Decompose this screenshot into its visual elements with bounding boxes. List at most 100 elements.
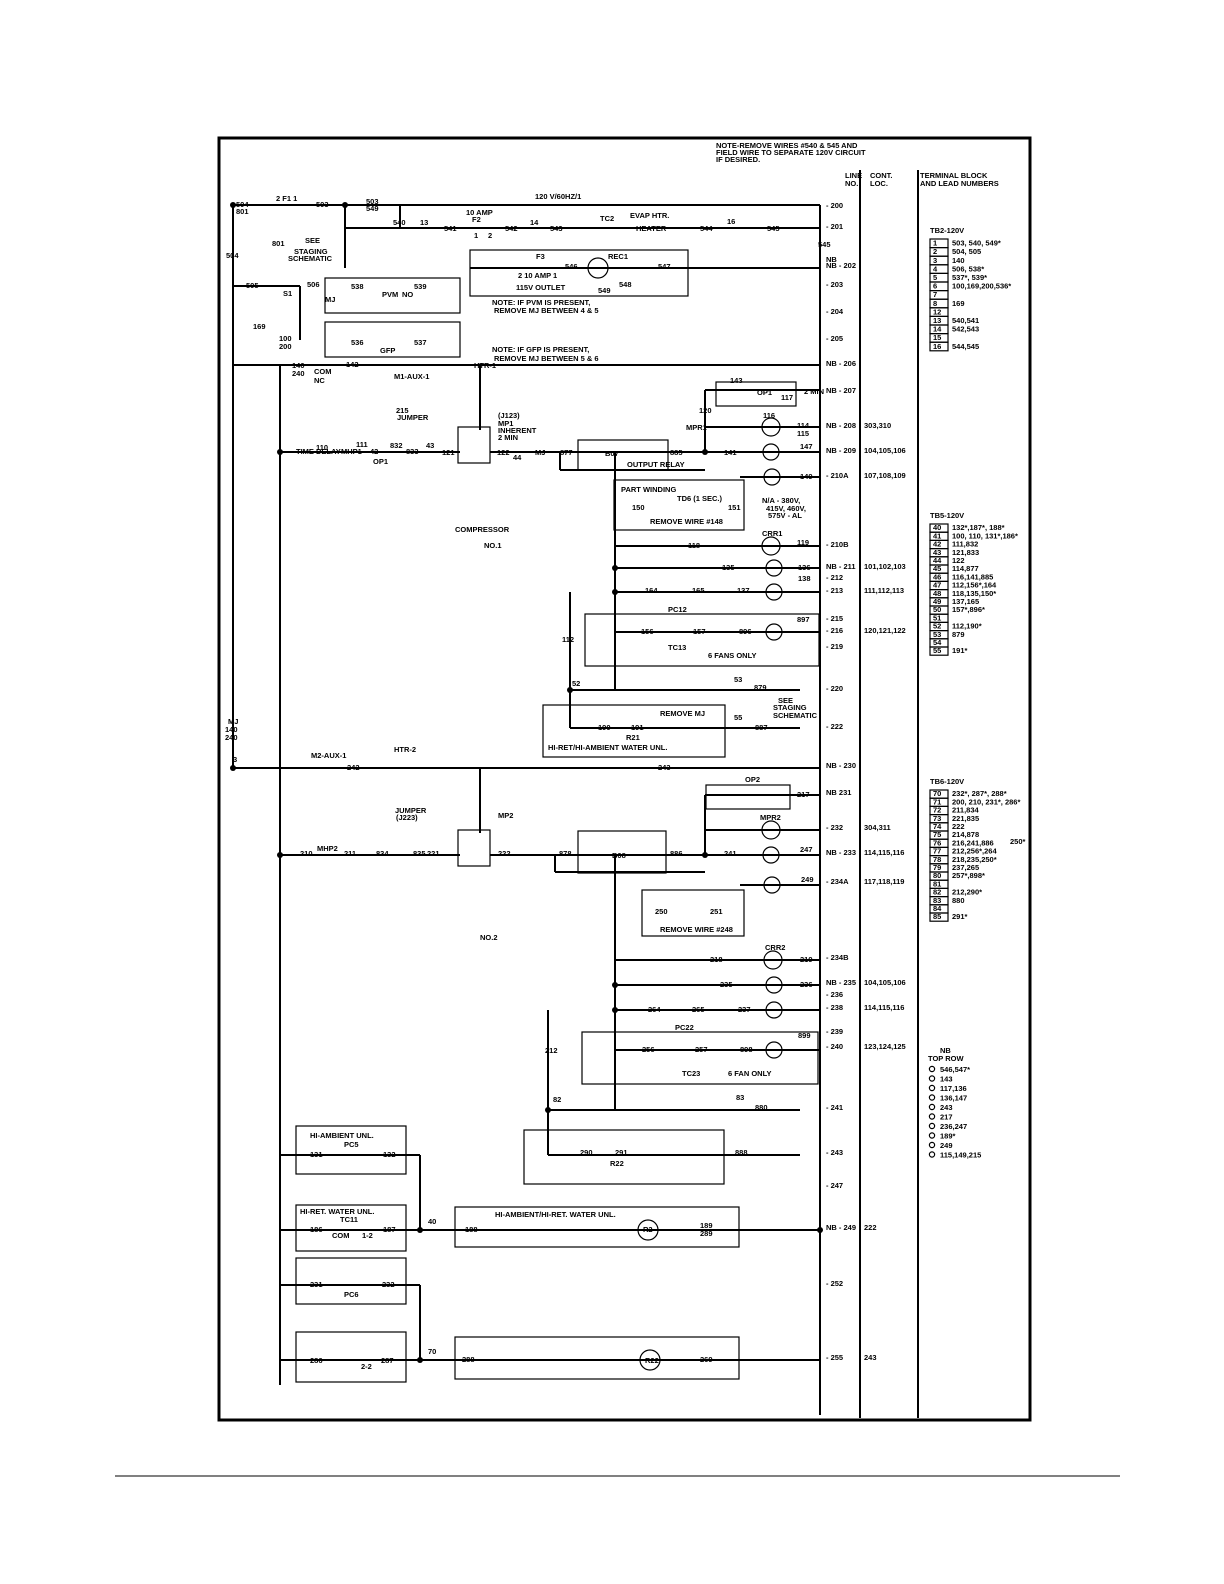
- line-number: - 212: [826, 573, 843, 582]
- line-number: - 236: [826, 990, 843, 999]
- terminal-number: 84: [933, 904, 942, 913]
- terminal-number: 83: [933, 896, 941, 905]
- wire-label: M1-AUX-1: [394, 372, 429, 381]
- cont-loc: 304,311: [864, 823, 891, 832]
- wire-label: 897: [797, 615, 810, 624]
- terminal-number: 42: [933, 540, 941, 549]
- terminal-leads: 137,165: [952, 597, 979, 606]
- note-top: NOTE-REMOVE WIRES #540 & 545 AND FIELD W…: [716, 141, 866, 164]
- wire-label: 240: [225, 733, 238, 742]
- line-number: NB - 211: [826, 562, 856, 571]
- terminal-number: 72: [933, 806, 941, 815]
- terminal-number: 78: [933, 855, 941, 864]
- terminal-number: 15: [933, 333, 941, 342]
- line-number: - 234B: [826, 953, 849, 962]
- wire-label: NO: [402, 290, 413, 299]
- wire-label: 548: [619, 280, 632, 289]
- wire-label: 539: [414, 282, 427, 291]
- terminal-leads: 212,256*,264: [952, 847, 997, 856]
- wire-label: 538: [351, 282, 364, 291]
- terminal-number: 75: [933, 830, 941, 839]
- terminal-number: 79: [933, 863, 941, 872]
- line-number: - 210B: [826, 540, 849, 549]
- terminal-block-title: TB6-120V: [930, 777, 964, 786]
- line-number: NB - 208: [826, 421, 856, 430]
- line-number: - 213: [826, 586, 843, 595]
- wire-label: 211: [344, 849, 356, 858]
- nb-leads: 217: [940, 1113, 953, 1122]
- cont-loc: 107,108,109: [864, 471, 906, 480]
- wire-label: 2-2: [361, 1362, 372, 1371]
- wire-label: CRR2: [765, 943, 785, 952]
- nb-leads: 115,149,215: [940, 1151, 981, 1160]
- wire-label: R21: [626, 733, 640, 742]
- line-number: - 222: [826, 722, 843, 731]
- wire-label: NO.1: [484, 541, 502, 550]
- terminal-leads: 879: [952, 630, 965, 639]
- terminal-number: 54: [933, 638, 942, 647]
- wire-label: MP2: [498, 811, 513, 820]
- wire-label: MPR2: [760, 813, 781, 822]
- wire-label: R22: [610, 1159, 624, 1168]
- line-number: - 241: [826, 1103, 843, 1112]
- wire-label: NB: [826, 255, 837, 264]
- terminal-number: 40: [933, 523, 941, 532]
- wire-label: 540: [393, 218, 406, 227]
- wire-label: 150: [632, 503, 645, 512]
- terminal-number: 53: [933, 630, 941, 639]
- nb-leads: 546,547*: [940, 1065, 970, 1074]
- wire-label: 878: [559, 849, 572, 858]
- terminal-number: 82: [933, 888, 941, 897]
- line-number: - 216: [826, 626, 843, 635]
- wire-label: 157: [693, 627, 706, 636]
- wire-label: 141: [724, 448, 737, 457]
- wire-label: (J123): [498, 411, 520, 420]
- wire-label: INHERENT: [498, 426, 537, 435]
- wire-label: 169: [253, 322, 266, 331]
- wire-label: COM: [314, 367, 332, 376]
- wire-label: 503: [316, 200, 329, 209]
- wire-label: HTR-1: [474, 361, 496, 370]
- line-number: - 247: [826, 1181, 843, 1190]
- wire-label: F2: [472, 215, 481, 224]
- line-number: NB - 207: [826, 386, 856, 395]
- line-number: - 255: [826, 1353, 843, 1362]
- terminal-number: 70: [933, 789, 941, 798]
- wire-label: 289: [700, 1229, 713, 1238]
- line-number: - 234A: [826, 877, 849, 886]
- wire-label: 83: [736, 1093, 744, 1102]
- terminal-number: 4: [933, 264, 938, 273]
- nb-title: NB: [940, 1046, 951, 1055]
- diagram-frame: [217, 136, 1032, 1422]
- wire-label: CRR1: [762, 529, 782, 538]
- wire-label: 544: [700, 224, 713, 233]
- terminal-leads: 132*,187*, 188*: [952, 523, 1005, 532]
- wire-label: PART WINDING: [621, 485, 676, 494]
- cont-loc: 222: [864, 1223, 877, 1232]
- wire-label: 287: [381, 1356, 394, 1365]
- wire-label: GFP: [380, 346, 395, 355]
- coils: [587, 257, 783, 1371]
- wire-label: 2: [488, 231, 492, 240]
- nb-terminal: [928, 1151, 936, 1158]
- wire-label: 188: [465, 1225, 478, 1234]
- line-number: - 215: [826, 614, 843, 623]
- wire-label: 14: [530, 218, 539, 227]
- wire-label: 536: [351, 338, 364, 347]
- nb-terminal: [928, 1084, 936, 1092]
- wire-label: 219: [800, 955, 813, 964]
- terminal-leads: 537*, 539*: [952, 273, 987, 282]
- wire-label: 13: [420, 218, 428, 227]
- wire-label: 265: [692, 1005, 705, 1014]
- terminal-leads: 112,190*: [952, 622, 982, 631]
- wire-label: SCHEMATIC: [773, 711, 818, 720]
- wire-label: 886: [670, 849, 683, 858]
- wire-label: 415V, 460V,: [766, 504, 806, 513]
- wire-label: TC13: [668, 643, 686, 652]
- terminal-cell: [929, 341, 949, 352]
- terminal-leads: 503, 540, 549*: [952, 239, 1001, 248]
- wire-label: MJ: [228, 717, 238, 726]
